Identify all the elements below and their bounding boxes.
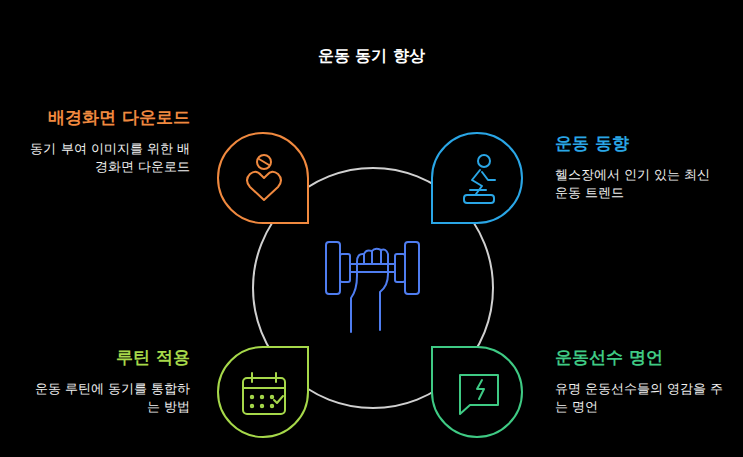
diagram-title: 운동 동기 향상 xyxy=(0,46,743,67)
topic-description: 운동 루틴에 동기를 통합하는 방법 xyxy=(30,380,190,416)
teardrop-shape xyxy=(218,133,308,223)
dumbbell-icon xyxy=(326,242,419,332)
topic-heading: 루틴 적용 xyxy=(30,346,190,368)
teardrop-shape xyxy=(432,347,522,437)
teardrop-shape xyxy=(218,347,308,437)
topic-heading: 운동 동향 xyxy=(555,132,725,154)
topic-description: 동기 부여 이미지를 위한 배경화면 다운로드 xyxy=(30,140,190,176)
teardrop-shape xyxy=(432,133,522,223)
topic-heading: 운동선수 명언 xyxy=(555,346,725,368)
calendar-icon xyxy=(243,373,285,414)
topic-block: 루틴 적용운동 루틴에 동기를 통합하는 방법 xyxy=(30,346,190,416)
topic-block: 운동선수 명언유명 운동선수들의 영감을 주는 명언 xyxy=(555,346,725,416)
cyclist-icon xyxy=(464,155,495,203)
topic-description: 헬스장에서 인기 있는 최신 운동 트렌드 xyxy=(555,166,725,202)
topic-block: 배경화면 다운로드동기 부여 이미지를 위한 배경화면 다운로드 xyxy=(30,106,190,176)
quote-icon xyxy=(460,375,498,414)
topic-heading: 배경화면 다운로드 xyxy=(30,106,190,128)
heart-person-icon xyxy=(247,155,281,200)
topic-description: 유명 운동선수들의 영감을 주는 명언 xyxy=(555,380,725,416)
topic-block: 운동 동향헬스장에서 인기 있는 최신 운동 트렌드 xyxy=(555,132,725,202)
